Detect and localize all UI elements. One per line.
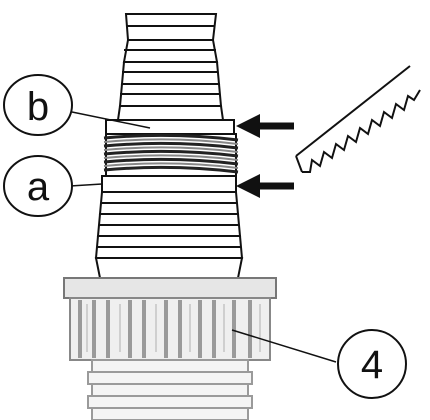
lower-barb [94,191,244,279]
callout-a-label: a [27,165,50,209]
arrow-b [236,114,294,138]
threaded-section [103,133,239,177]
saw-blade-icon [295,65,421,173]
arrow-a [236,174,294,198]
callout-b: b [3,74,151,136]
top-barb [116,13,225,121]
callout-4-label: 4 [361,343,383,387]
lower-threads [87,359,253,420]
callout-b-label: b [27,85,49,129]
callout-4: 4 [231,329,407,399]
cut-ring-a [101,175,237,193]
cut-ring-b [105,119,235,135]
union-nut [63,277,277,361]
callout-a: a [3,155,103,217]
